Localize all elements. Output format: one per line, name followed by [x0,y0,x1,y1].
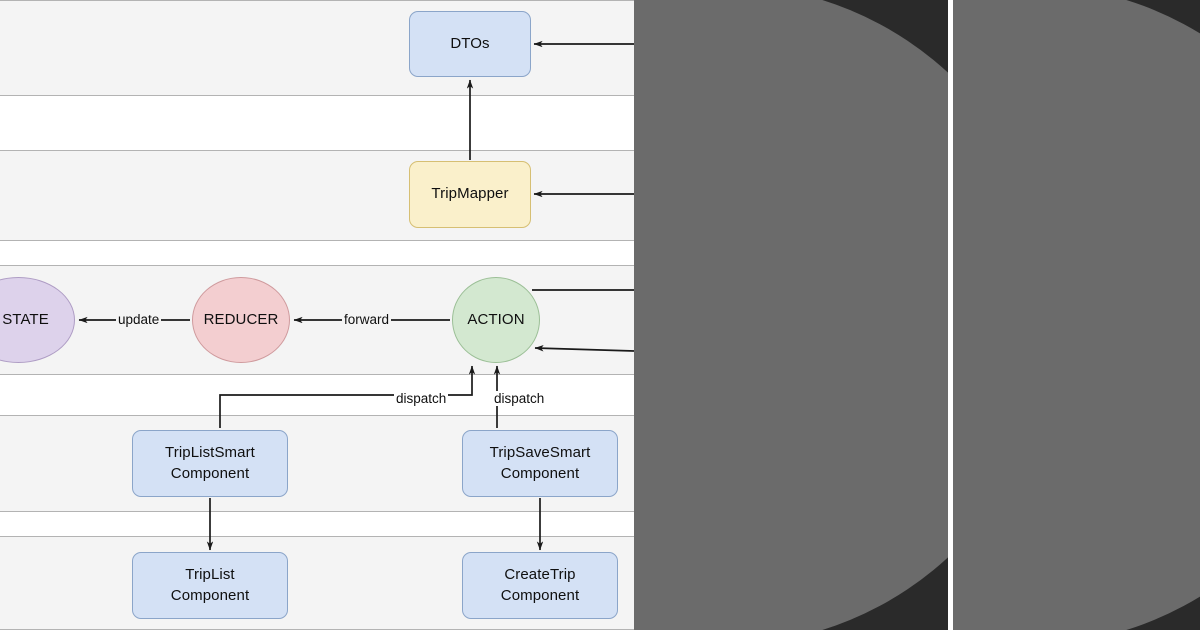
dark-panel-left [634,0,948,630]
gray-circle-left [634,0,948,630]
node-trip-list-component-label: TripList Component [170,565,250,604]
architecture-diagram-panel: DTOs TripMapper STATE REDUCER ACTION Tri… [0,0,634,630]
gray-circle-right [953,0,1200,630]
edge-label-dispatch-list: dispatch [394,391,449,406]
edge-triplistsmart-to-action [219,365,476,428]
node-trip-save-smart-component-label: TripSaveSmart Component [489,443,591,482]
panel-divider [948,0,953,630]
node-trip-list-smart-component[interactable]: TripListSmart Component [132,430,288,497]
lane-gap-1 [0,96,634,150]
node-trip-mapper-label: TripMapper [431,185,509,203]
dark-panel-right [953,0,1200,630]
node-trip-mapper[interactable]: TripMapper [409,161,531,228]
node-trip-list-smart-component-label: TripListSmart Component [165,443,255,482]
edge-external-to-action [534,345,634,352]
edge-label-forward: forward [342,312,392,327]
edge-label-dispatch-save: dispatch [492,391,547,406]
node-reducer[interactable]: REDUCER [192,277,290,363]
node-trip-save-smart-component[interactable]: TripSaveSmart Component [462,430,618,497]
node-create-trip-component-label: CreateTrip Component [500,565,580,604]
node-trip-list-component[interactable]: TripList Component [132,552,288,619]
node-reducer-label: REDUCER [203,310,279,328]
edge-label-update: update [116,312,162,327]
lane-gap-3 [0,512,634,536]
lane-gap-2 [0,241,634,265]
node-action-label: ACTION [467,310,525,328]
node-action[interactable]: ACTION [452,277,540,363]
node-state-label: STATE [2,310,49,328]
node-dtos[interactable]: DTOs [409,11,531,77]
node-create-trip-component[interactable]: CreateTrip Component [462,552,618,619]
node-dtos-label: DTOs [450,34,490,52]
